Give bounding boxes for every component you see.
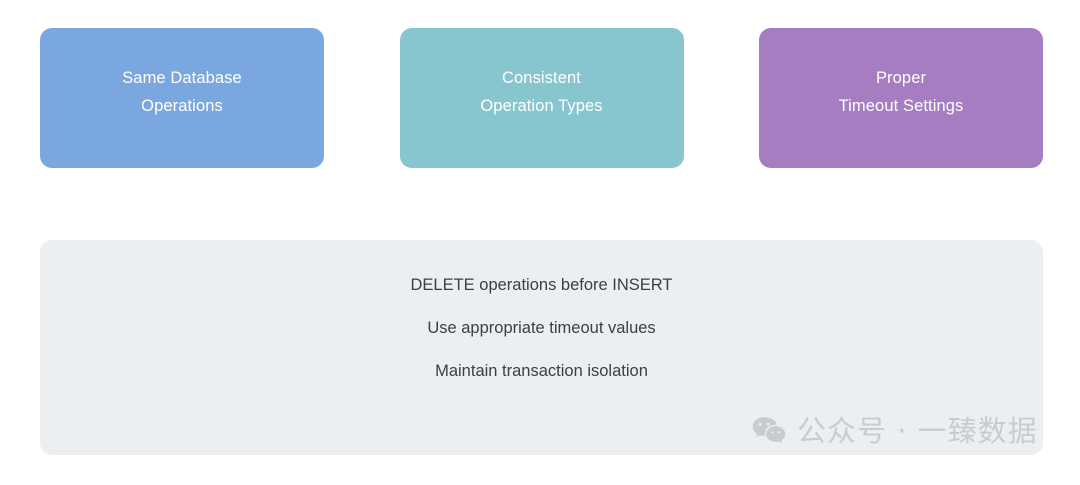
guideline-item: Use appropriate timeout values	[427, 319, 656, 337]
card-row: Same Database Operations Consistent Oper…	[40, 28, 1043, 168]
card-proper-timeout-settings[interactable]: Proper Timeout Settings	[759, 28, 1043, 168]
card-label-line-1: Proper	[875, 69, 927, 87]
card-label-line-2: Operation Types	[480, 97, 603, 115]
guidelines-panel: DELETE operations before INSERT Use appr…	[40, 240, 1043, 455]
card-label-line-2: Operations	[141, 97, 223, 115]
card-consistent-operation-types[interactable]: Consistent Operation Types	[399, 28, 684, 168]
card-label-line-1: Same Database	[122, 69, 242, 87]
card-label-line-2: Timeout Settings	[838, 97, 964, 115]
card-same-database-operations[interactable]: Same Database Operations	[40, 28, 324, 168]
guideline-item: DELETE operations before INSERT	[410, 276, 673, 294]
guideline-item: Maintain transaction isolation	[435, 362, 648, 380]
guidelines-list: DELETE operations before INSERT Use appr…	[40, 274, 1043, 403]
card-label-line-1: Consistent	[502, 69, 581, 87]
